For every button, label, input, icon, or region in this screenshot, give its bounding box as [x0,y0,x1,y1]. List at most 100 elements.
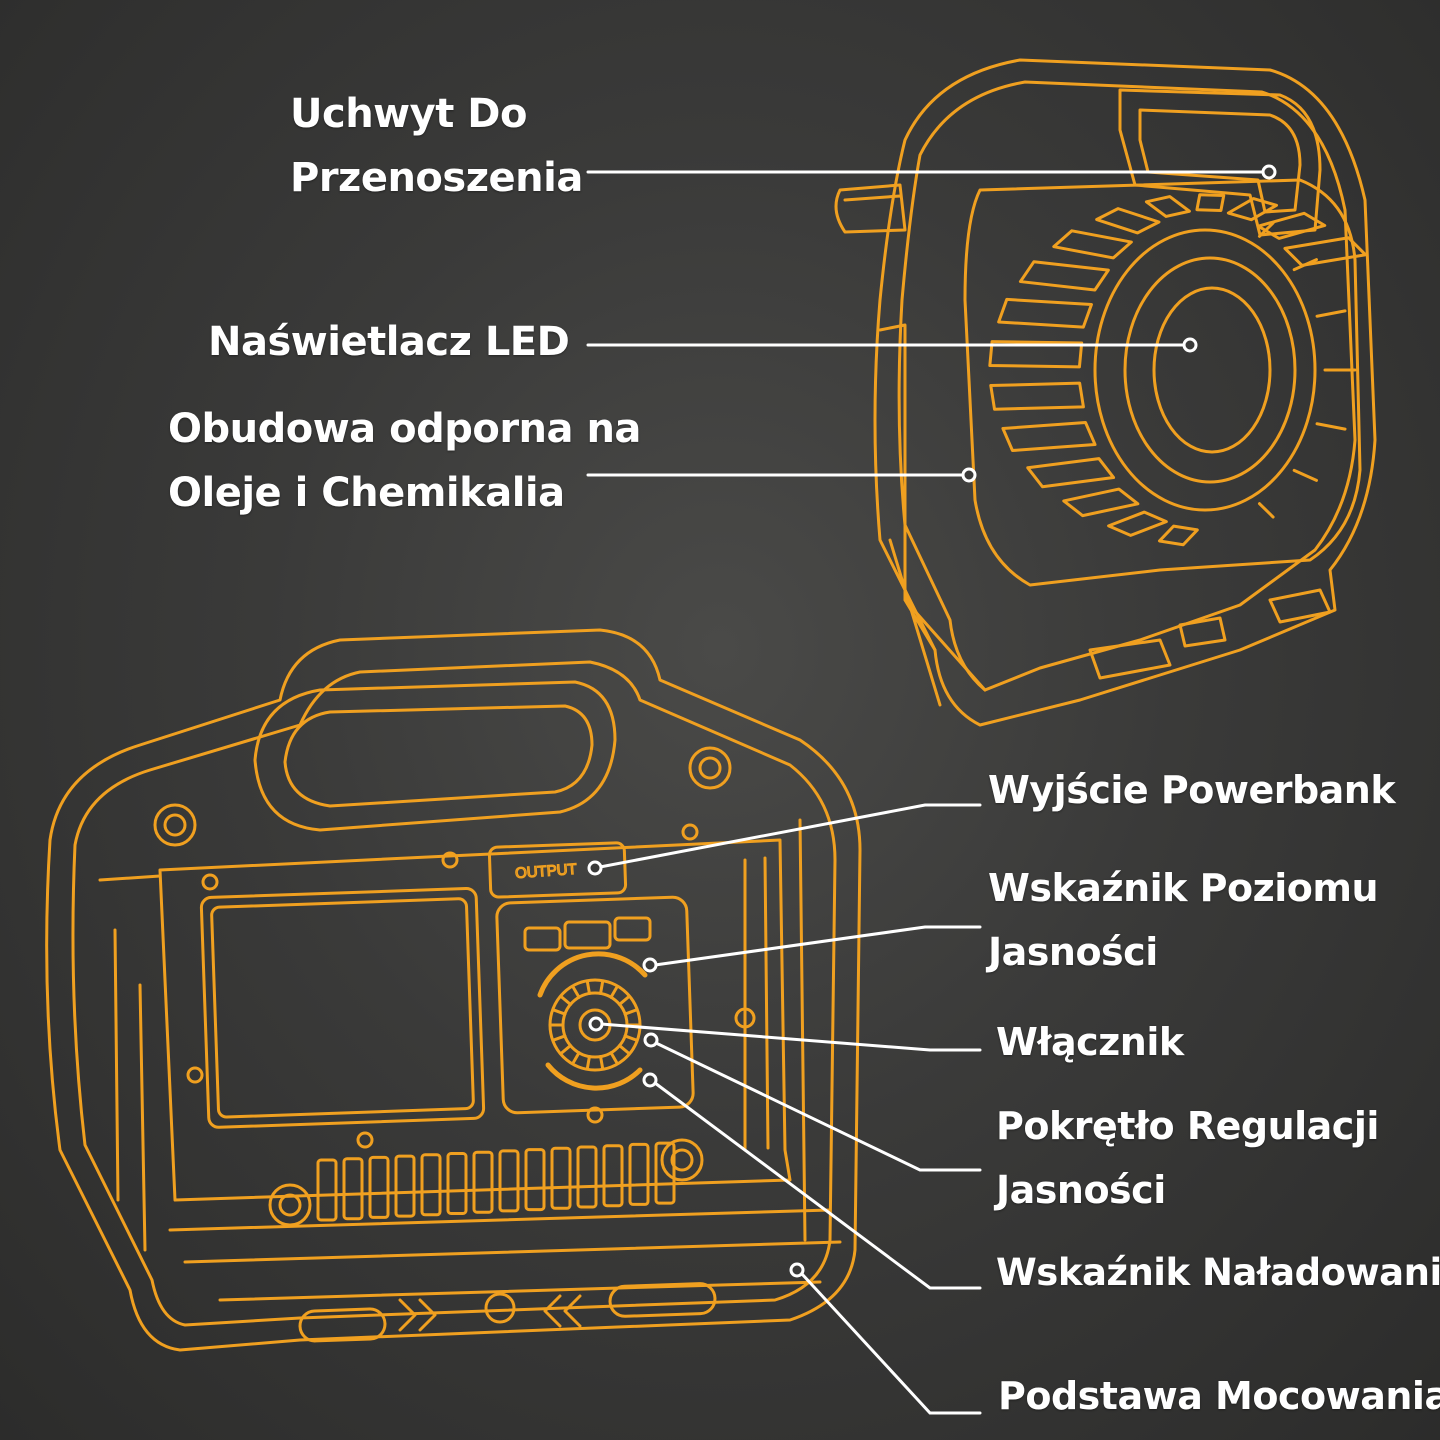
mount-arrows [398,1294,582,1332]
cooling-fin [1195,193,1226,212]
cooling-fin [989,381,1085,411]
knob-ridge [552,1034,567,1042]
vent-slot [550,1146,572,1210]
cooling-fin-right [1257,502,1275,519]
front-handle-inner [283,704,594,808]
mount-slot-right [608,1282,717,1318]
brightness-indicator-arc [537,951,648,998]
vent-slot [576,1145,598,1209]
cooling-fin [1158,524,1199,547]
label-power-switch-line1: Włącznik [996,1020,1184,1064]
label-charge-indicator-line1: Wskaźnik Naładowania [996,1251,1440,1294]
dot-brightness-knob [643,1032,659,1048]
label-power-switch: Włącznik [996,1010,1184,1074]
led-lens-outer [1093,228,1317,512]
cooling-fin [1283,236,1368,267]
cooling-fin [988,340,1084,369]
vent-slot [602,1144,624,1208]
dot-charge-indicator [642,1072,658,1088]
battery-window-inner [210,897,475,1119]
leader-power-switch [599,1022,982,1052]
label-handle-line2: Przenoszenia [290,155,583,201]
label-charge-indicator: Wskaźnik Naładowania [996,1241,1440,1305]
usb-port-middle [563,920,612,950]
output-port-text: OUTPUT [515,861,578,882]
knob-ridge [623,1034,638,1042]
floodlight-housing-inner [897,80,1357,692]
label-brightness-knob: Pokrętło Regulacji Jasności [996,1094,1379,1222]
dot-mount-base [789,1262,805,1278]
label-handle-line1: Uchwyt Do [290,91,527,137]
led-lens-inner [1152,286,1272,454]
label-handle: Uchwyt Do Przenoszenia [290,82,583,210]
floodlight-stand [878,323,987,707]
leader-charge-indicator [653,1081,982,1290]
side-rail-left [98,874,162,1252]
floodlight-side-knob [834,183,907,234]
dot-led [1182,337,1198,353]
vent-slot [498,1149,520,1213]
mount-slot-left [298,1307,387,1343]
dot-powerbank [587,860,603,876]
knob-ridge [559,1044,572,1055]
cooling-fin [997,297,1093,329]
cooling-fin [1052,229,1133,260]
knob-ridge [571,1051,581,1065]
cooling-fins [988,193,1368,547]
front-bumper-outline [45,628,862,1352]
label-powerbank: Wyjście Powerbank [988,758,1396,822]
cooling-fin-right [1257,221,1275,238]
cooling-fin [1001,421,1097,453]
knob-ridge [571,985,581,999]
knob-ridge [618,995,631,1006]
label-powerbank-line1: Wyjście Powerbank [988,768,1396,812]
label-brightness-indicator: Wskaźnik Poziomu Jasności [988,856,1379,984]
knob-ridge [585,980,591,995]
output-port-panel [487,841,628,899]
floodlight-feet [1088,588,1332,680]
knob-ridge [623,1008,638,1016]
knob-ridge [609,1051,619,1065]
label-brightness-knob-line2: Jasności [996,1168,1166,1212]
mount-base-strip [168,1208,842,1302]
vent-slot [628,1142,650,1206]
label-brightness-knob-line1: Pokrętło Regulacji [996,1104,1379,1148]
cooling-fin-right [1315,422,1347,431]
floodlight-drawing [834,58,1377,727]
led-lens-middle [1123,256,1297,484]
cooling-fin [1095,207,1161,235]
vent-slots [316,1141,676,1222]
floodlight-front-frame [963,178,1362,587]
cooling-fin [1107,510,1168,537]
knob-ridge [618,1044,631,1055]
knob-ridge [585,1055,591,1070]
knob-ridge [552,1008,567,1016]
cooling-fin-right [1315,309,1347,318]
usb-port-right [613,916,652,942]
label-mount-base: Podstawa Mocowania [998,1364,1440,1428]
label-brightness-indicator-line2: Jasności [988,930,1158,974]
floodlight-housing-outline [873,58,1377,727]
dot-housing [961,467,977,483]
vent-slot [420,1153,442,1217]
cooling-fin-right [1292,468,1318,482]
vent-slot [654,1141,676,1205]
vent-slot [446,1152,468,1215]
label-housing-line1: Obudowa odporna na [168,406,641,452]
leader-brightness-knob [654,1041,982,1172]
front-bumper-inner [71,660,837,1327]
cooling-fin [1026,457,1116,489]
vent-slot [394,1154,416,1218]
vent-slot [368,1155,390,1219]
usb-port-left [523,926,562,952]
label-mount-base-line1: Podstawa Mocowania [998,1374,1440,1418]
cooling-fin [1018,260,1110,292]
cooling-fin [1226,197,1279,222]
dot-power-switch [588,1016,604,1032]
vent-slot [472,1150,494,1214]
cooling-fin-right [1292,258,1318,272]
mount-center-hole [484,1292,516,1324]
label-brightness-indicator-line1: Wskaźnik Poziomu [988,866,1379,910]
